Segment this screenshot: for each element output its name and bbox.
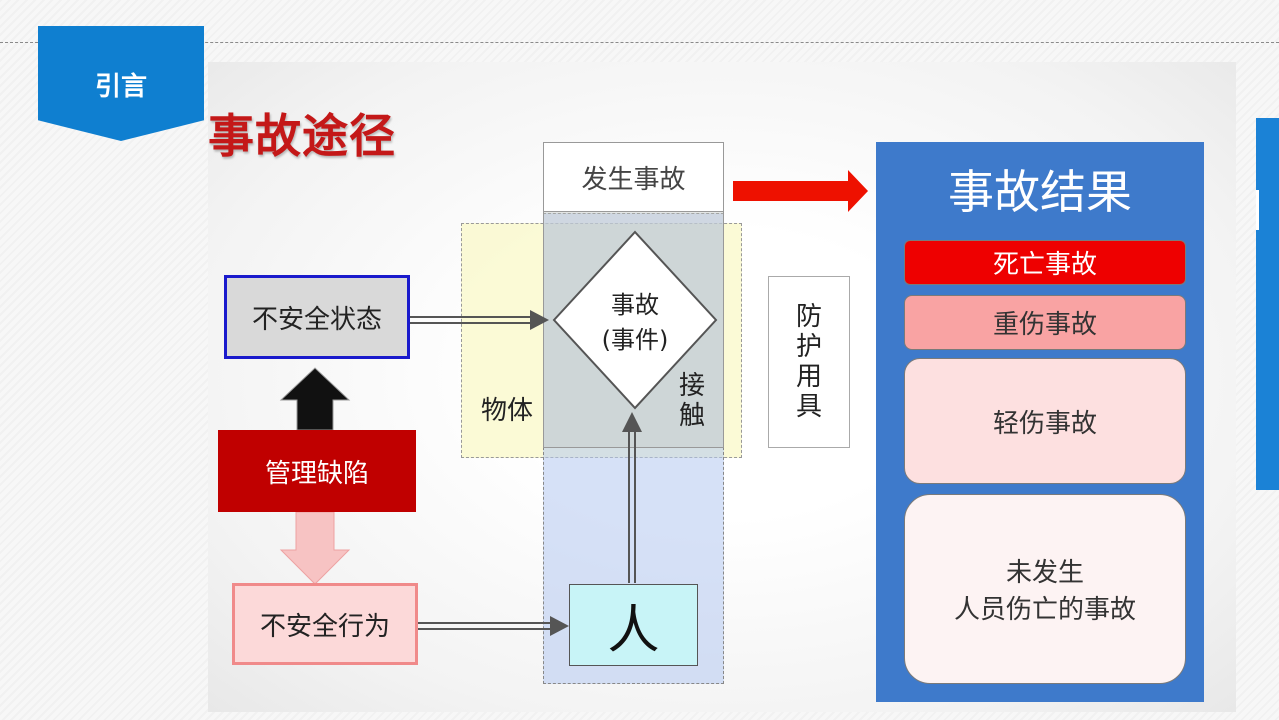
result-none: 未发生 人员伤亡的事故 <box>904 494 1186 684</box>
occur-label: 发生事故 <box>581 164 686 195</box>
unsafe-act-box: 不安全行为 <box>232 583 418 665</box>
contact-char-1: 接 <box>678 371 705 401</box>
contact-label-box: 接 触 <box>672 363 712 439</box>
to-results-arrow <box>733 170 868 212</box>
act-to-person-arrow <box>418 616 569 636</box>
result-fatal-label: 死亡事故 <box>992 250 1097 280</box>
person-label: 人 <box>607 600 660 661</box>
results-title: 事故结果 <box>948 165 1132 219</box>
results-panel: 事故结果 死亡事故 重伤事故 轻伤事故 未发生 人员伤亡的事故 <box>876 142 1204 702</box>
person-box: 人 <box>569 584 698 666</box>
section-tag-label: 引言 <box>94 72 147 102</box>
result-fatal: 死亡事故 <box>904 240 1186 285</box>
mgmt-defect-box: 管理缺陷 <box>218 430 416 512</box>
top-dashed-divider <box>0 42 1279 43</box>
occur-header: 发生事故 <box>543 142 724 212</box>
unsafe-act-label: 不安全行为 <box>259 611 390 642</box>
ppe-char-1: 防 <box>795 302 822 332</box>
page-title: 事故途径 <box>208 109 396 163</box>
mgmt-defect-label: 管理缺陷 <box>264 458 369 489</box>
ppe-char-4: 具 <box>795 392 822 422</box>
result-serious: 重伤事故 <box>904 295 1186 350</box>
result-serious-label: 重伤事故 <box>992 310 1097 340</box>
contact-char-2: 触 <box>678 401 705 431</box>
ppe-box: 防 护 用 具 <box>768 276 850 448</box>
state-to-accident-arrow <box>410 310 549 330</box>
accident-sub-label: (事件) <box>601 326 669 354</box>
unsafe-state-label: 不安全状态 <box>251 304 382 335</box>
object-label-box: 物体 <box>472 388 542 428</box>
result-none-line2: 人员伤亡的事故 <box>953 595 1136 625</box>
ppe-char-3: 用 <box>795 362 822 392</box>
unsafe-state-box: 不安全状态 <box>224 275 410 359</box>
mgmt-to-act-arrow <box>279 511 351 585</box>
result-none-line1: 未发生 <box>1005 558 1084 588</box>
object-label: 物体 <box>480 395 533 426</box>
accident-diamond <box>552 230 718 410</box>
result-minor-label: 轻伤事故 <box>992 408 1097 439</box>
right-accent-bar <box>1256 118 1279 490</box>
mgmt-to-state-arrow <box>279 367 351 431</box>
result-minor: 轻伤事故 <box>904 358 1186 484</box>
section-tag: 引言 <box>38 26 204 141</box>
ppe-char-2: 护 <box>795 332 822 362</box>
person-to-accident-arrow <box>622 412 642 583</box>
accident-node: 事故 (事件) <box>574 285 696 355</box>
accident-label: 事故 <box>611 291 659 319</box>
